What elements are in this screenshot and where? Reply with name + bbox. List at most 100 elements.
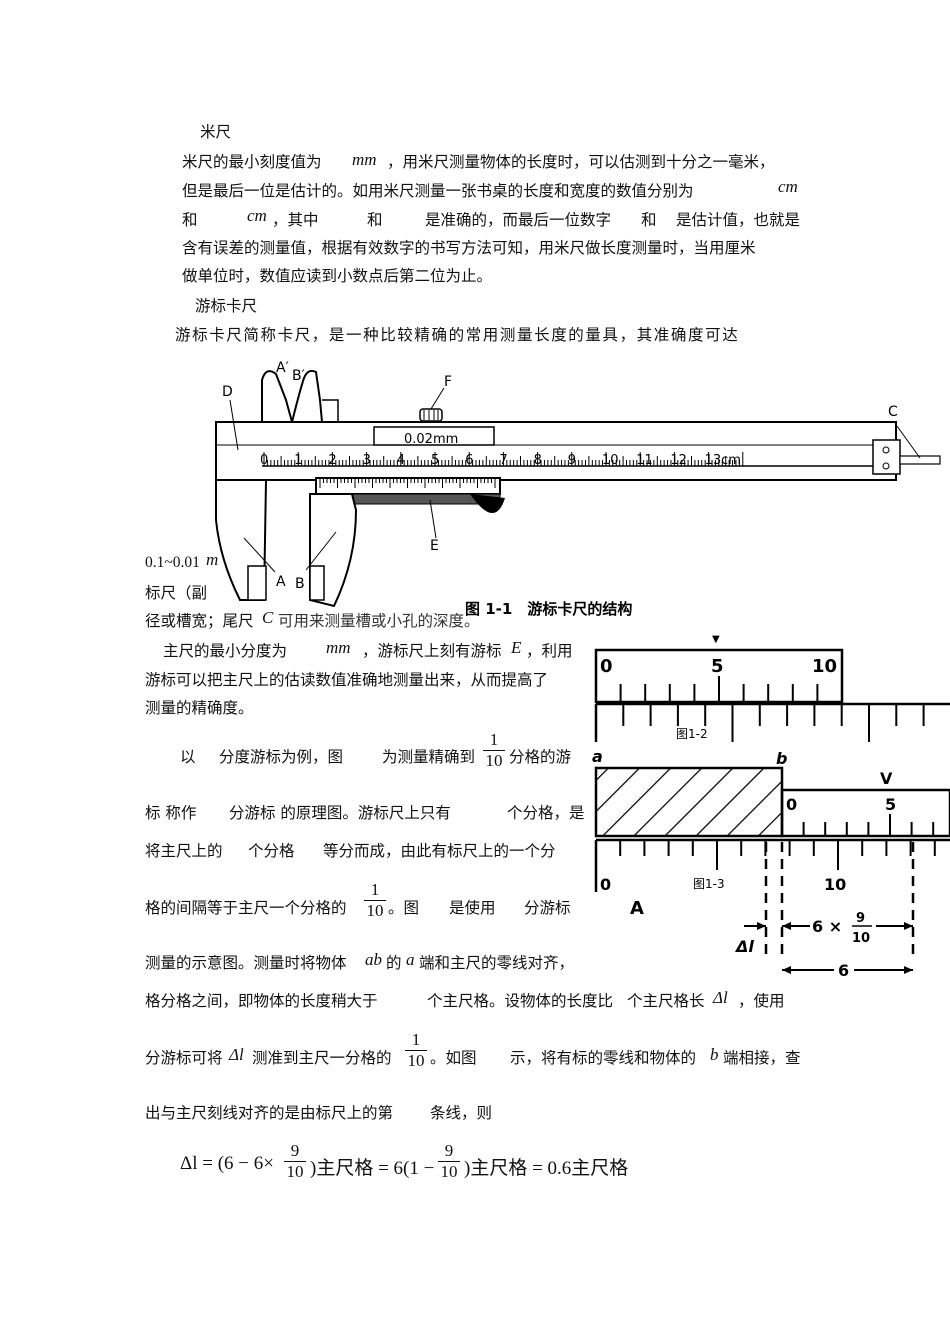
caliper-letter-A: A (276, 574, 286, 590)
delta-l: Δl (229, 1045, 244, 1064)
text-line: 。如图 (430, 1049, 477, 1067)
text-line: 条线，则 (430, 1104, 493, 1122)
text-line: 标尺（副 (145, 584, 208, 602)
text-line: 测量的示意图。测量时将物体 (145, 954, 347, 972)
text-line: 出与主尺刻线对齐的是由标尺上的第 (145, 1104, 394, 1122)
text-line: ，利用 (526, 642, 573, 660)
caliper-scale-number: 10 (602, 453, 619, 468)
fig13-A: A (630, 898, 644, 919)
letter-C: C (262, 608, 274, 627)
text-line: 米尺的最小刻度值为 (182, 153, 322, 171)
text-line: 分格的游 (509, 748, 572, 766)
caliper-scale-number: 7 (499, 453, 507, 468)
caliper-scale-number: 6 (465, 453, 473, 468)
fig13-vnum-5: 5 (885, 795, 896, 814)
text-line: 端和主尺的零线对齐， (419, 954, 575, 972)
label-b: b (710, 1045, 719, 1064)
caliper-scale-number: 4 (397, 453, 405, 468)
text-line: 和 (182, 211, 198, 229)
text-line: 格的间隔等于主尺一个分格的 (145, 899, 347, 917)
text-line: 将主尺上的 (145, 842, 223, 860)
unit-mm: mm (352, 150, 377, 169)
fig13-label: 图1-3 (693, 877, 725, 891)
caliper-letter-D: D (222, 384, 233, 400)
text-line: 为测量精确到 (382, 748, 476, 766)
caliper-scale-number: 2 (328, 453, 336, 468)
fig13-point-a: a (592, 747, 603, 766)
text-line: 和 (367, 211, 383, 229)
fig13-mnum-10: 10 (824, 875, 846, 894)
text-line: 但是最后一位是估计的。如用米尺测量一张书桌的长度和宽度的数值分别为 (182, 182, 694, 200)
fig12-marker: ▼ (712, 634, 720, 645)
fig13-six: 6 (838, 961, 849, 980)
text-line: 测量的精确度。 (145, 699, 254, 717)
delta-l: Δl (713, 988, 728, 1007)
text-line: 径或槽宽；尾尺 (145, 612, 254, 630)
formula-mid: )主尺格 = 6(1 − (310, 1158, 435, 1179)
caliper-scale-number: 5 (431, 453, 439, 468)
label-a: a (406, 950, 415, 969)
text-line: 做单位时，数值应读到小数点后第二位为止。 (182, 267, 493, 285)
unit-mm: mm (326, 638, 351, 657)
unit-fragment: m (206, 550, 219, 569)
text-line: 的 (386, 954, 402, 972)
text-line: ，其中 (272, 211, 319, 229)
caliper-caption: 图 1-1 游标卡尺的结构 (465, 600, 632, 618)
text-line: 游标卡尺简称卡尺，是一种比较精确的常用测量长度的量具，其准确度可达 (175, 326, 740, 344)
caliper-letter-F: F (444, 374, 452, 390)
label-ab: ab (365, 950, 382, 969)
caliper-letter-A2: A′ (276, 360, 289, 376)
text-line: 个主尺格。设物体的长度比 (427, 992, 614, 1010)
caliper-letter-B: B (295, 576, 305, 592)
fig13-vnum-0: 0 (786, 795, 797, 814)
text-line: ，使用 (738, 992, 785, 1010)
text-line: 0.1~0.01 (145, 554, 200, 571)
fig12-num-0: 0 (600, 656, 613, 677)
letter-E: E (511, 638, 522, 657)
unit-cm: cm (247, 206, 267, 225)
fig12-num-10: 10 (812, 656, 837, 677)
text-line: ，游标尺上刻有游标 (362, 642, 502, 660)
text-line: 分游标 的原理图。游标尺上只有 (229, 804, 451, 822)
text-line: 测准到主尺一分格的 (252, 1049, 392, 1067)
fig13-V: V (880, 769, 893, 788)
text-line: 格分格之间，即物体的长度稍大于 (145, 992, 378, 1010)
text-line: 。图 (388, 899, 420, 917)
text-line: 个分格 (248, 842, 295, 860)
text-line: 端相接，查 (723, 1049, 801, 1067)
text-line: 是准确的，而最后一位数字 (425, 211, 612, 229)
fig13-mnum-0: 0 (600, 875, 611, 894)
unit-cm: cm (778, 177, 798, 196)
vernier-precision-label: 0.02mm (404, 432, 458, 447)
text-line: 含有误差的测量值，根据有效数字的书写方法可知，用米尺做长度测量时，当用厘米 (182, 239, 756, 257)
caliper-scale-number: 13cm (705, 453, 741, 468)
caliper-scale-number: 1 (294, 453, 302, 468)
caliper-letter-B2: B′ (292, 368, 305, 384)
fig13-six-times: 6 × (812, 917, 842, 936)
heading-ruler: 米尺 (200, 123, 232, 141)
text-line: 标 称作 (145, 804, 197, 822)
fig13-nine: 9 (856, 911, 865, 926)
fig13-point-b: b (776, 749, 787, 768)
text-line: 是使用 (449, 899, 496, 917)
fig13-delta-l: Δl (734, 937, 754, 956)
caliper-scale-number: 11 (636, 453, 653, 468)
text-line: 分度游标为例，图 (219, 748, 344, 766)
text-line: 等分而成，由此有标尺上的一个分 (323, 842, 556, 860)
text-line: 分游标可将 (145, 1049, 223, 1067)
text-line: ，用米尺测量物体的长度时，可以估测到十分之一毫米， (387, 153, 775, 171)
text-line: 和 (641, 211, 657, 229)
vernier-principle-figure: ▼ 0 5 10 图1-2 a b V 0 5 0 10 图1-3 A 6 × … (592, 634, 950, 980)
text-line: 示，将有标的零线和物体的 (510, 1049, 697, 1067)
caliper-scale-number: 12 (670, 453, 687, 468)
text-line: 是估计值，也就是 (676, 211, 801, 229)
heading-caliper: 游标卡尺 (195, 297, 258, 315)
caliper-letter-C: C (888, 404, 898, 420)
text-line: 游标可以把主尺上的估读数值准确地测量出来，从而提高了 (145, 671, 549, 689)
